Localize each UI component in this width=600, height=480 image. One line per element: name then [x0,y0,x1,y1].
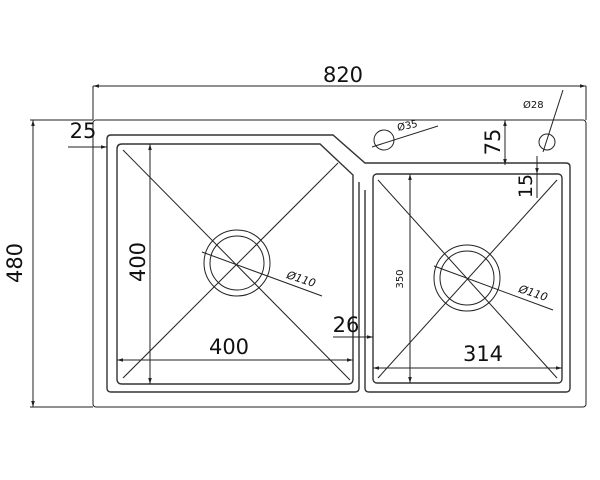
right-drain-inner [439,250,495,306]
leader-right-drain [433,265,554,311]
dim-tap-hole-28: Ø28 [523,99,544,111]
dim-right-bowl-height: 350 [395,269,406,288]
tap-hole-28 [538,133,556,151]
left-bowl-outline [116,143,354,385]
right-bowl-diagonal [377,179,558,379]
right-bowl [372,173,563,384]
dim-rim-offset: 25 [70,119,97,143]
right-drain-outer [433,244,501,312]
dim-left-bowl-width: 400 [209,335,249,359]
left-bowl-diagonal [122,162,339,379]
dim-left-bowl-height: 400 [126,242,150,282]
leader-tap-hole-35 [371,125,439,148]
left-drain-outer [203,229,271,297]
dim-tap-hole-offset: 75 [481,129,505,156]
dim-right-drain: Ø110 [516,282,549,304]
leader-left-drain [201,251,323,297]
dim-left-drain: Ø110 [284,268,317,290]
dim-overall-height: 480 [3,243,27,283]
dim-right-bowl-offset: 15 [515,174,537,198]
dim-bowl-gap: 26 [333,313,360,337]
dim-overall-width: 820 [323,63,363,87]
dim-tap-hole-35: Ø35 [396,118,419,134]
sink-rim-outline [106,134,571,393]
dim-right-bowl-width: 314 [463,342,503,366]
tap-hole-35 [373,129,395,151]
leader-tap-hole-28 [542,89,564,153]
sink-outer-outline [92,119,587,408]
left-drain-inner [209,235,265,291]
right-bowl-outline [372,173,563,384]
